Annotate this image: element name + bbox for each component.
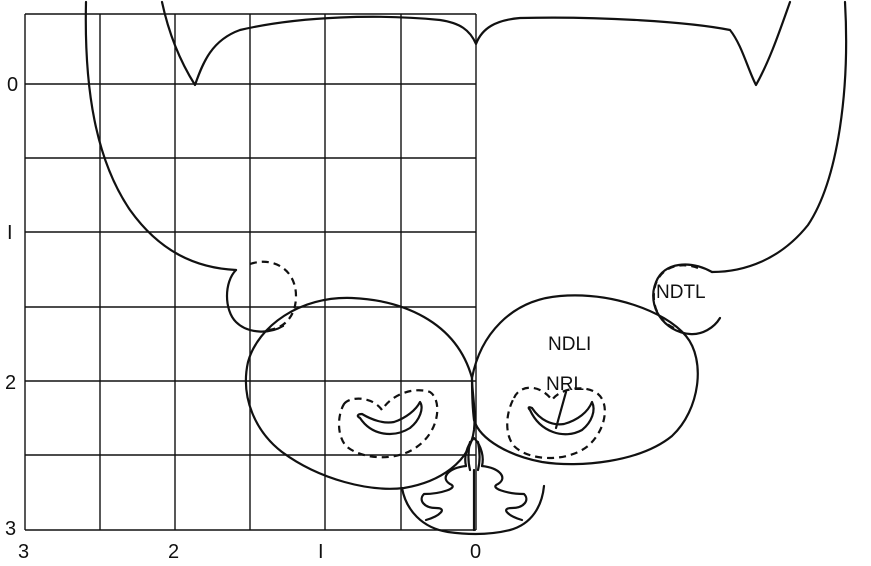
y-tick-0: 0: [7, 74, 18, 96]
ndtl-outline-left: [249, 260, 298, 332]
x-tick-3: 3: [18, 541, 29, 563]
cerebellum: [400, 436, 546, 536]
ndtl-outline-right: [652, 264, 699, 332]
y-axis-labels: 0 I 2 3: [5, 74, 18, 540]
label-nrl: NRL: [546, 374, 584, 395]
forebrain-outline: [84, 0, 848, 336]
left-nrl-nucleus: [337, 389, 439, 459]
x-tick-0: 0: [470, 541, 481, 563]
right-nrl-nucleus: [506, 386, 606, 460]
y-tick-2: 2: [5, 372, 16, 394]
x-axis-labels: 3 2 I 0: [18, 541, 481, 563]
label-ndtl: NDTL: [656, 282, 706, 303]
label-ndli: NDLI: [548, 334, 591, 355]
coordinate-grid: [24, 13, 477, 531]
y-tick-1: I: [7, 222, 13, 244]
x-tick-2: 2: [168, 541, 179, 563]
midbrain-outline: [244, 294, 699, 490]
y-tick-3: 3: [5, 518, 16, 540]
x-tick-1: I: [318, 541, 324, 563]
